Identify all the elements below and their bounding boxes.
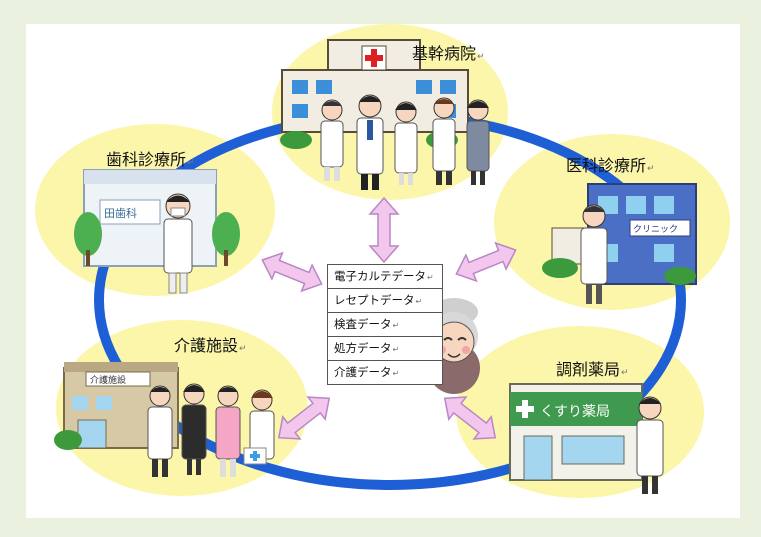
- care-facility-sign: 介護施設: [90, 374, 126, 386]
- record-care: 介護データ↵: [334, 365, 400, 379]
- record-receipt: レセプトデータ↵: [328, 289, 442, 313]
- shared-records-panel: 電子カルテデータ↵ レセプトデータ↵ 検査データ↵ 処方データ↵ 介護データ↵: [327, 264, 443, 385]
- record-prescription: 処方データ↵: [328, 337, 442, 361]
- hospital-staff-icon: [320, 94, 490, 190]
- clinic-doctor-icon: [580, 204, 608, 304]
- record-exam: 検査データ↵: [328, 313, 442, 337]
- pharmacist-icon: [636, 396, 664, 494]
- pharmacy-sign: くすり薬局: [540, 404, 610, 420]
- svg-text:田歯科: 田歯科: [104, 206, 137, 220]
- hospital-label: 基幹病院↵: [412, 44, 485, 63]
- clinic-sign: クリニック: [633, 224, 678, 235]
- dental-data-arrow: [256, 246, 328, 298]
- care-staff-icon: [147, 383, 275, 477]
- clinic-label: 医科診療所↵: [566, 156, 655, 175]
- hospital-data-arrow: [369, 197, 399, 263]
- dental-clinic-label: 歯科診療所↵: [106, 150, 195, 169]
- dentist-icon: [163, 193, 193, 294]
- record-ehr: 電子カルテデータ↵: [328, 265, 442, 289]
- dental-clinic-icon: 田歯科: [74, 169, 240, 267]
- pharmacy-label: 調剤薬局↵: [556, 360, 629, 379]
- pharmacy-building-icon: くすり薬局: [509, 383, 643, 481]
- care-facility-label: 介護施設↵: [174, 336, 247, 355]
